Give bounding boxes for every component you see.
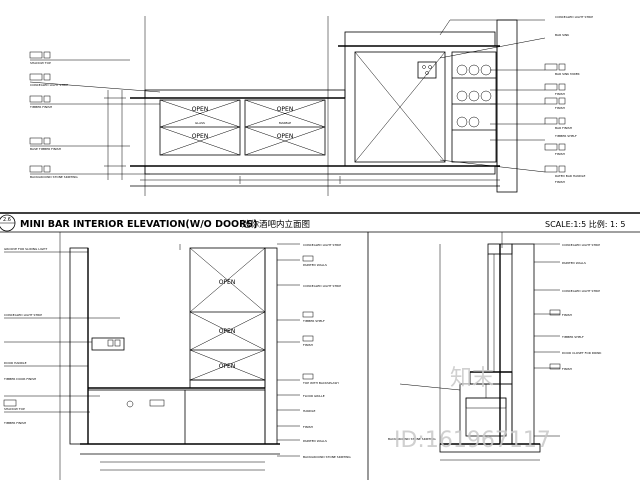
svg-text:TIMBER SHELF: TIMBER SHELF bbox=[554, 134, 577, 138]
svg-text:BAR SINK MIXER: BAR SINK MIXER bbox=[555, 72, 580, 76]
svg-text:TIMBER SHELF: TIMBER SHELF bbox=[302, 319, 325, 323]
panel-label-open: OPEN bbox=[219, 328, 236, 335]
callouts-top-right: CONCEALED LIGHT STRIP BAR SINK BAR SINK … bbox=[544, 15, 593, 184]
drawer-label-open: OPEN bbox=[192, 106, 209, 113]
svg-text:SHADOW TOP: SHADOW TOP bbox=[30, 61, 51, 65]
svg-text:TIMBER SHELF: TIMBER SHELF bbox=[561, 335, 584, 339]
svg-text:GROOVE FOR SLIDING LIGHT: GROOVE FOR SLIDING LIGHT bbox=[4, 247, 47, 251]
svg-text:BACKGROUND STONE SKIRTING: BACKGROUND STONE SKIRTING bbox=[30, 175, 78, 179]
svg-text:PAINTED WALLS: PAINTED WALLS bbox=[303, 263, 327, 267]
drawing-title-cn: 迷你酒吧内立面图 bbox=[242, 219, 310, 230]
callouts-top-left: SHADOW TOP CONCEALED LIGHT STRIP TIMBER … bbox=[29, 51, 78, 179]
svg-text:CONCEALED LIGHT STRIP: CONCEALED LIGHT STRIP bbox=[303, 243, 341, 247]
svg-text:FINISH: FINISH bbox=[303, 425, 313, 429]
drawing-number: 2.6 bbox=[3, 217, 11, 223]
top-elevation bbox=[29, 16, 546, 196]
svg-text:BACKGROUND STONE SKIRTING: BACKGROUND STONE SKIRTING bbox=[303, 455, 351, 459]
drawer-label-open: OPEN bbox=[192, 133, 209, 140]
svg-text:CONCEALED LIGHT STRIP: CONCEALED LIGHT STRIP bbox=[562, 289, 600, 293]
svg-text:FINISH: FINISH bbox=[562, 367, 572, 371]
title-bar bbox=[0, 212, 640, 233]
drawer-label-marble: MARBLE bbox=[279, 121, 291, 125]
callouts-bottom-mid: CONCEALED LIGHT STRIP PAINTED WALLS CONC… bbox=[302, 243, 351, 459]
svg-text:TIMBER FINISH: TIMBER FINISH bbox=[29, 105, 52, 109]
svg-text:BAR FINISH: BAR FINISH bbox=[555, 126, 572, 130]
svg-text:CONCEALED LIGHT STRIP: CONCEALED LIGHT STRIP bbox=[30, 83, 68, 87]
drawer-label-open: OPEN bbox=[277, 106, 294, 113]
panel-label-open: OPEN bbox=[219, 363, 236, 370]
watermark-logo-text: 知末 bbox=[450, 366, 494, 391]
svg-text:DOOR CLOSET FOR DRINK: DOOR CLOSET FOR DRINK bbox=[562, 351, 602, 355]
watermark-id: ID:161967117 bbox=[394, 428, 551, 453]
svg-text:FINISH: FINISH bbox=[555, 152, 565, 156]
svg-text:CONCEALED LIGHT STRIP: CONCEALED LIGHT STRIP bbox=[4, 313, 42, 317]
svg-text:TIMBER FINISH: TIMBER FINISH bbox=[3, 421, 26, 425]
svg-text:TIMBER DOOR FINISH: TIMBER DOOR FINISH bbox=[3, 377, 36, 381]
drawing-scale: SCALE:1:5 比例: 1: 5 bbox=[545, 219, 625, 229]
callouts-bottom-left: GROOVE FOR SLIDING LIGHT CONCEALED LIGHT… bbox=[3, 247, 47, 425]
svg-text:SHADOW TOP: SHADOW TOP bbox=[4, 407, 25, 411]
svg-text:FINISH: FINISH bbox=[303, 343, 313, 347]
svg-text:FINISH: FINISH bbox=[555, 180, 565, 184]
svg-text:FINISH: FINISH bbox=[562, 313, 572, 317]
svg-text:FINISH: FINISH bbox=[555, 106, 565, 110]
bottom-left-elevation bbox=[4, 232, 369, 480]
svg-text:CONCEALED LIGHT STRIP: CONCEALED LIGHT STRIP bbox=[562, 243, 600, 247]
svg-text:HANDLE: HANDLE bbox=[303, 409, 316, 413]
callouts-bottom-right: CONCEALED LIGHT STRIP PAINTED WALLS CONC… bbox=[388, 243, 602, 441]
svg-text:BASE TIMBER FINISH: BASE TIMBER FINISH bbox=[30, 147, 61, 151]
svg-text:CONCEALED LIGHT STRIP: CONCEALED LIGHT STRIP bbox=[303, 284, 341, 288]
svg-text:PAINTED WALLS: PAINTED WALLS bbox=[303, 439, 327, 443]
svg-text:RATED BAR HANDLE: RATED BAR HANDLE bbox=[555, 174, 585, 178]
drawer-label-glass: GLASS bbox=[195, 121, 205, 125]
panel-label-open: OPEN bbox=[219, 279, 236, 286]
drawer-label-open: OPEN bbox=[277, 133, 294, 140]
svg-text:PAINTED WALLS: PAINTED WALLS bbox=[562, 261, 586, 265]
svg-text:FLOOR GRILLE: FLOOR GRILLE bbox=[303, 394, 325, 398]
svg-text:BAR SINK: BAR SINK bbox=[555, 33, 570, 37]
svg-text:TOP WITH BACKSPLASH: TOP WITH BACKSPLASH bbox=[302, 381, 339, 385]
svg-text:DOOR HANDLE: DOOR HANDLE bbox=[4, 361, 27, 365]
drawing-title: MINI BAR INTERIOR ELEVATION(W/O DOORS) bbox=[20, 219, 258, 230]
svg-text:BACKGROUND STONE SKIRTING: BACKGROUND STONE SKIRTING bbox=[388, 437, 436, 441]
bottom-right-section bbox=[399, 232, 560, 461]
svg-text:FINISH: FINISH bbox=[555, 92, 565, 96]
svg-text:CONCEALED LIGHT STRIP: CONCEALED LIGHT STRIP bbox=[555, 15, 593, 19]
